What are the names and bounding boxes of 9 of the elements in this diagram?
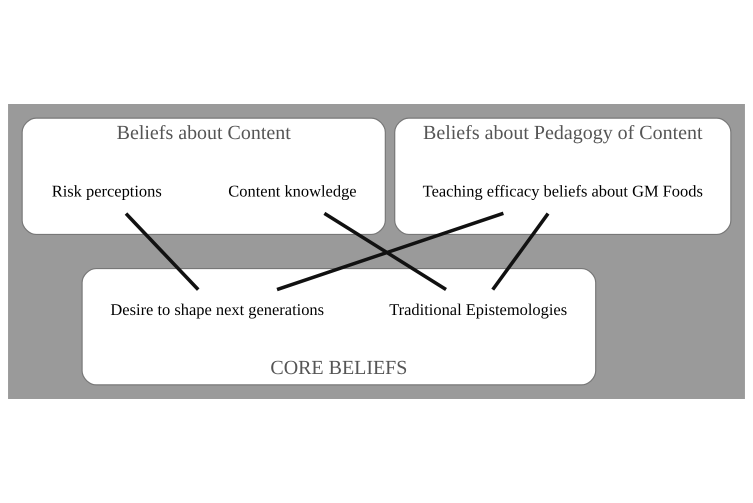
node-text: Desire to shape next generations bbox=[110, 300, 324, 320]
connector bbox=[323, 212, 447, 292]
connector bbox=[276, 212, 504, 292]
node-text: Traditional Epistemologies bbox=[389, 300, 568, 320]
node-text: Content knowledge bbox=[228, 181, 357, 200]
connector bbox=[124, 212, 200, 291]
connector bbox=[491, 212, 550, 291]
node-text: Teaching efficacy beliefs about GM Foods bbox=[422, 181, 703, 200]
node-text: Risk perceptions bbox=[52, 181, 162, 200]
